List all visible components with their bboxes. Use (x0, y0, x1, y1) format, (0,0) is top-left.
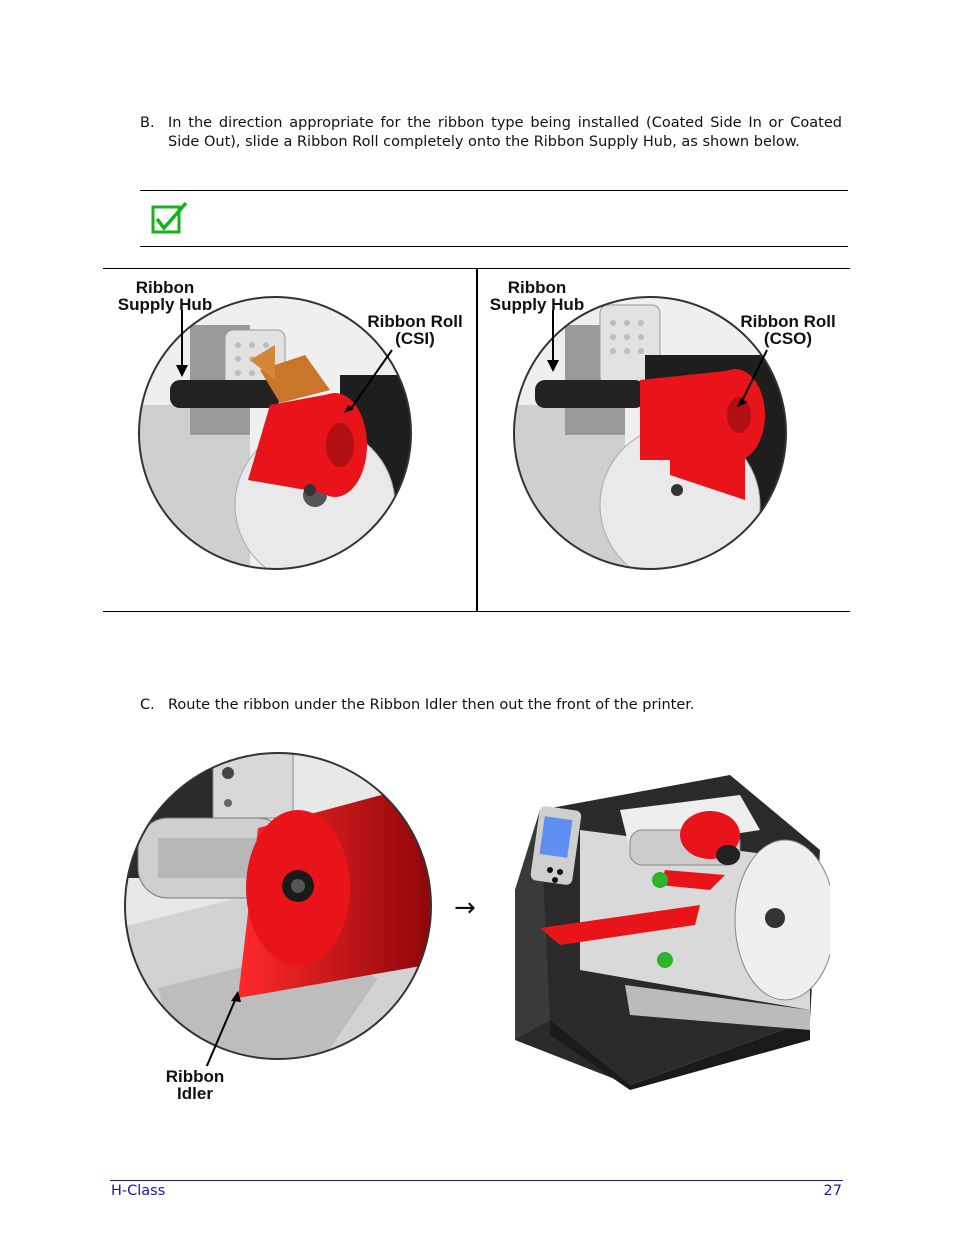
footer-product-name: H-Class (111, 1183, 166, 1199)
cso-roll-label-line1: Ribbon Roll (740, 312, 836, 331)
cso-hub-label: Ribbon Supply Hub (482, 279, 592, 313)
note-top-rule (140, 190, 848, 191)
step-b-text: In the direction appropriate for the rib… (168, 115, 842, 150)
right-arrow-icon: → (454, 893, 476, 923)
csi-hub-label-line1: Ribbon (135, 278, 195, 297)
step-c-label: C. (140, 697, 155, 713)
step-b-label: B. (140, 115, 155, 131)
cso-hub-label-line2: Supply Hub (489, 295, 585, 314)
csi-hub-label-line2: Supply Hub (117, 295, 213, 314)
step-c-paragraph: C. Route the ribbon under the Ribbon Idl… (140, 696, 842, 715)
cso-roll-label: Ribbon Roll (CSO) (733, 313, 843, 347)
cso-hub-label-line1: Ribbon (507, 278, 567, 297)
step-b-paragraph: B. In the direction appropriate for the … (140, 114, 842, 152)
printer-illustration (510, 770, 836, 1090)
idler-label-line1: Ribbon (165, 1067, 225, 1086)
csi-roll-label-line2: (CSI) (395, 329, 435, 348)
figure-table-bottom-rule (103, 611, 850, 612)
step-c-text: Route the ribbon under the Ribbon Idler … (168, 697, 695, 713)
footer-rule (110, 1180, 843, 1181)
csi-roll-label-line1: Ribbon Roll (367, 312, 463, 331)
idler-label: Ribbon Idler (150, 1068, 240, 1102)
figure-table-divider (476, 268, 478, 612)
ribbon-cso-illustration (505, 285, 805, 575)
cso-roll-label-line2: (CSO) (763, 329, 813, 348)
ribbon-csi-illustration (130, 285, 430, 575)
footer-page-number: 27 (823, 1183, 842, 1199)
checked-box-icon (150, 200, 190, 236)
csi-hub-label: Ribbon Supply Hub (110, 279, 220, 313)
idler-label-line2: Idler (177, 1084, 213, 1103)
csi-roll-label: Ribbon Roll (CSI) (360, 313, 470, 347)
ribbon-idler-illustration (118, 748, 438, 1069)
note-bottom-rule (140, 246, 848, 247)
